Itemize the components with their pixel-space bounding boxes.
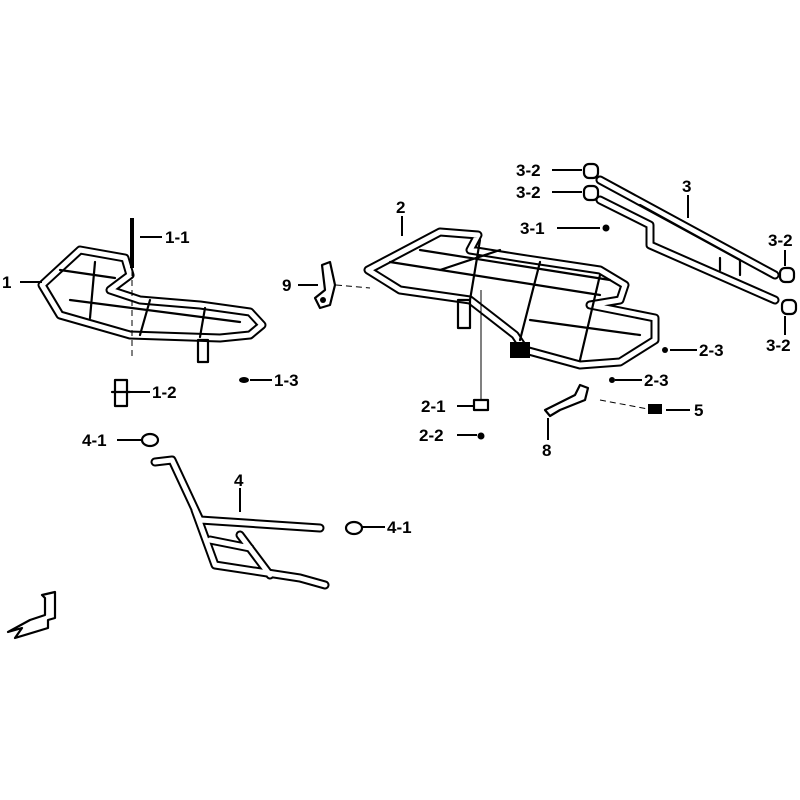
callout-rear-bar-cap-c: 3-2 xyxy=(768,231,793,250)
callout-front-rack-bracket: 1-2 xyxy=(152,383,177,402)
front-bumper-part xyxy=(150,455,330,590)
callout-rear-rack-bolt-b: 2-3 xyxy=(644,371,669,390)
rear-rack-nut-part xyxy=(477,432,485,440)
rear-rack-clip-part xyxy=(472,398,490,412)
callout-rear-bar: 3 xyxy=(682,177,691,196)
bracket-8-part xyxy=(543,383,590,418)
rear-bar-bolt-part xyxy=(602,224,610,232)
front-rack-screw-part xyxy=(239,377,249,383)
rear-bar-cap-c-part xyxy=(778,266,796,284)
callout-rear-rack-nut: 2-2 xyxy=(419,426,444,445)
bracket-9-part xyxy=(313,260,371,310)
callout-front-rack-screw: 1-3 xyxy=(274,371,299,390)
bolt-5-part xyxy=(599,399,662,414)
callout-front-bumper: 4 xyxy=(234,471,244,490)
front-direction-arrow-icon xyxy=(6,590,57,640)
callout-rear-bar-cap-b: 3-2 xyxy=(516,183,541,202)
callout-rear-rack-bolt-a: 2-3 xyxy=(699,341,724,360)
callout-rear-bar-cap-d: 3-2 xyxy=(766,336,791,355)
front-rack-part xyxy=(37,245,267,364)
rear-bar-part xyxy=(595,175,780,305)
rear-rack-bolt-b-part xyxy=(609,377,615,383)
callout-rear-rack: 2 xyxy=(396,198,405,217)
callout-rear-bar-cap-a: 3-2 xyxy=(516,161,541,180)
rear-rack-bolt-a-part xyxy=(662,347,668,353)
callout-bracket-8: 8 xyxy=(542,441,551,460)
rear-bar-cap-a-part xyxy=(582,162,600,180)
rear-rack-part xyxy=(363,227,660,370)
callout-front-rack-bolt: 1-1 xyxy=(165,228,190,247)
callout-bracket-9: 9 xyxy=(282,276,291,295)
leader-lines xyxy=(20,169,786,528)
bumper-cap-a-part xyxy=(140,432,160,448)
callout-rear-rack-clip: 2-1 xyxy=(421,397,446,416)
callout-front-rack: 1 xyxy=(2,273,11,292)
rear-bar-cap-d-part xyxy=(780,298,798,316)
front-rack-bracket-part xyxy=(110,378,132,408)
rear-bar-cap-b-part xyxy=(582,184,600,202)
callout-bumper-cap-b: 4-1 xyxy=(387,518,412,537)
callout-bumper-cap-a: 4-1 xyxy=(82,431,107,450)
bumper-cap-b-part xyxy=(344,520,364,536)
callout-bolt-5: 5 xyxy=(694,401,703,420)
callout-rear-bar-bolt: 3-1 xyxy=(520,219,545,238)
